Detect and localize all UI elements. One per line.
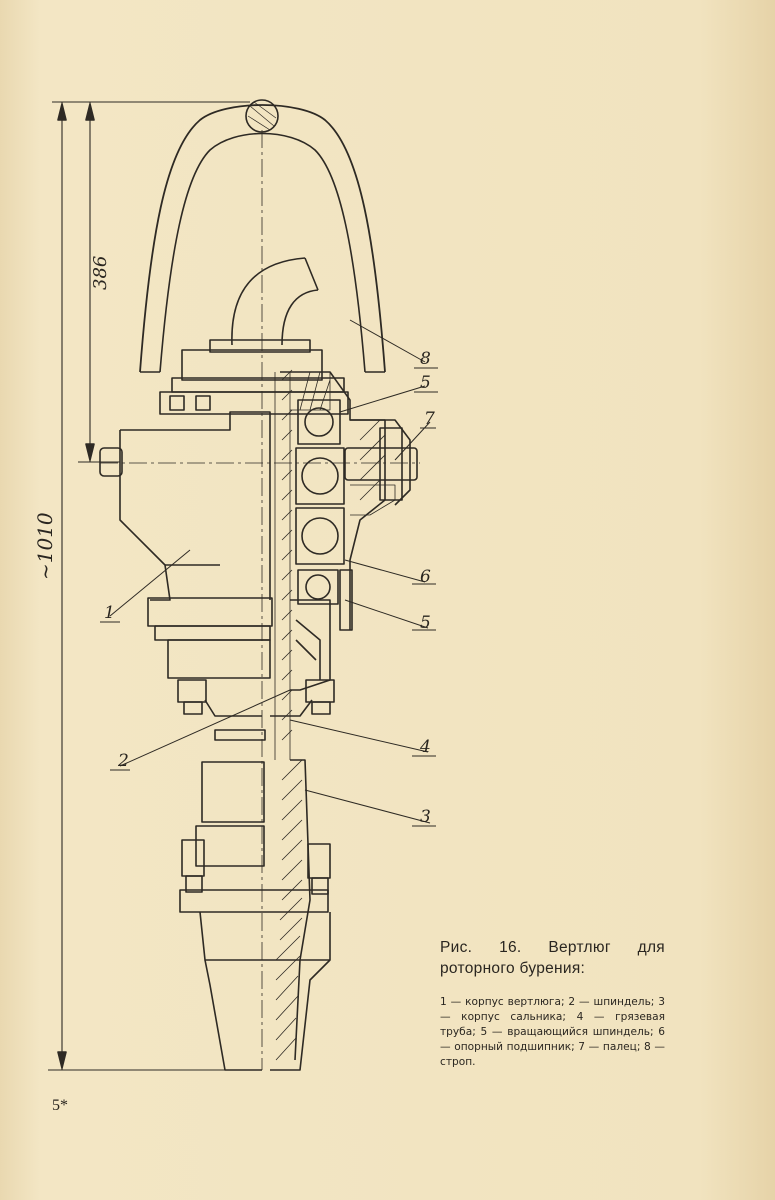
bail <box>139 99 386 373</box>
callout-6: 6 <box>420 567 431 587</box>
page-number: 5* <box>52 1097 68 1114</box>
section-hatching <box>274 369 396 760</box>
leader-lines <box>100 319 438 827</box>
dimension-overall: ~1010 <box>33 512 57 580</box>
figure-caption: Рис. 16. Вертлюг для роторного бурения: … <box>440 937 665 1070</box>
callout-7: 7 <box>424 409 435 429</box>
caption-legend: 1 — корпус вертлюга; 2 — шпиндель; 3 — к… <box>440 996 665 1068</box>
caption-title: Рис. 16. Вертлюг для роторного бурения: <box>440 939 665 977</box>
callout-4: 4 <box>419 737 431 757</box>
callout-2: 2 <box>117 751 129 771</box>
dimension-upper: 386 <box>90 256 111 290</box>
housing <box>99 371 418 679</box>
bearings <box>295 399 353 631</box>
lower-packing <box>177 599 335 717</box>
lower-sub <box>179 729 331 1071</box>
callout-5-lower: 5 <box>420 613 431 633</box>
dimension-lines <box>48 101 250 1071</box>
callout-3: 3 <box>420 807 431 827</box>
callout-1: 1 <box>104 603 115 623</box>
callout-8: 8 <box>420 349 431 369</box>
top-cap <box>159 339 349 415</box>
callout-5-upper: 5 <box>420 373 431 393</box>
